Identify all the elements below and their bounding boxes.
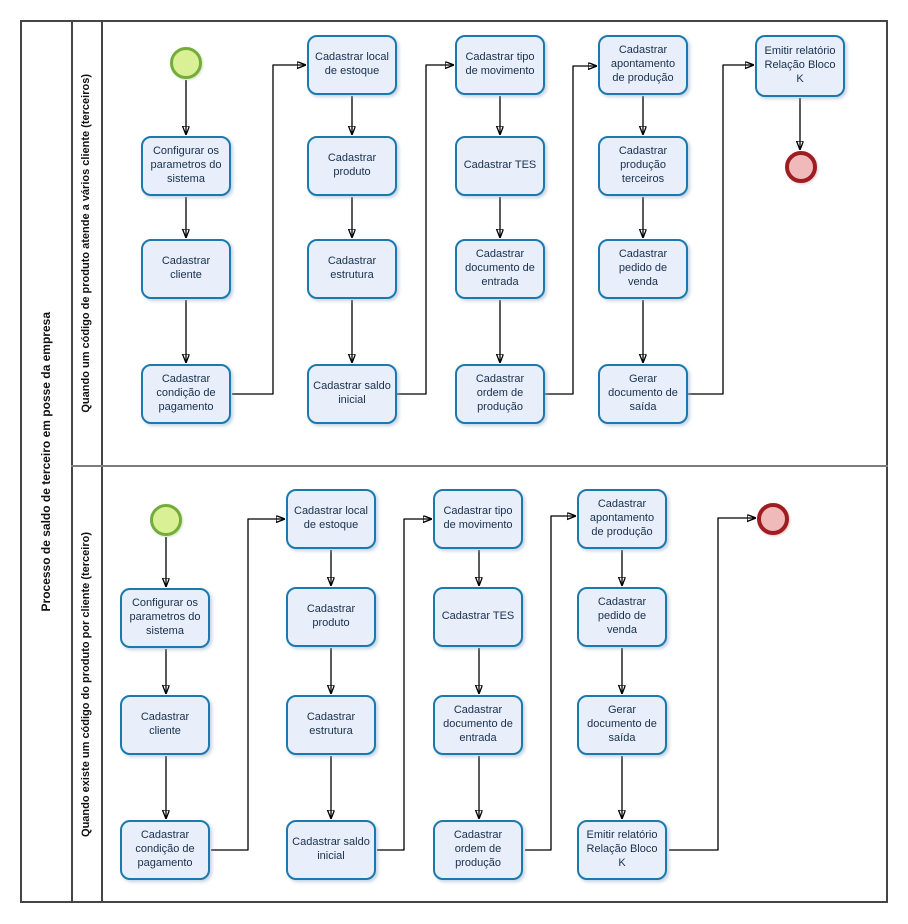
task-configurar-parametros-2: Configurar os parametros do sistema xyxy=(120,588,210,648)
pool-title-cell: Processo de saldo de terceiro em posse d… xyxy=(20,20,71,903)
task-cadastrar-local-estoque: Cadastrar local de estoque xyxy=(307,35,397,95)
task-cadastrar-estrutura: Cadastrar estrutura xyxy=(307,239,397,299)
task-cadastrar-ordem-producao: Cadastrar ordem de produção xyxy=(455,364,545,424)
task-gerar-documento-saida-2: Gerar documento de saída xyxy=(577,695,667,755)
task-cadastrar-pedido-venda: Cadastrar pedido de venda xyxy=(598,239,688,299)
end-event-lane1 xyxy=(785,151,817,183)
pool-title: Processo de saldo de terceiro em posse d… xyxy=(38,311,53,612)
task-cadastrar-pedido-venda-2: Cadastrar pedido de venda xyxy=(577,587,667,647)
task-cadastrar-cliente-2: Cadastrar cliente xyxy=(120,695,210,755)
task-configurar-parametros: Configurar os parametros do sistema xyxy=(141,136,231,196)
task-cadastrar-documento-entrada-2: Cadastrar documento de entrada xyxy=(433,695,523,755)
task-cadastrar-ordem-producao-2: Cadastrar ordem de produção xyxy=(433,820,523,880)
start-event-lane2 xyxy=(150,504,182,536)
start-event-lane1 xyxy=(170,47,202,79)
lane1-label: Quando um código de produto atende a vár… xyxy=(80,73,92,413)
lane2-label-cell: Quando existe um código do produto por c… xyxy=(71,466,101,903)
task-cadastrar-saldo-inicial-2: Cadastrar saldo inicial xyxy=(286,820,376,880)
task-cadastrar-documento-entrada: Cadastrar documento de entrada xyxy=(455,239,545,299)
task-cadastrar-cliente: Cadastrar cliente xyxy=(141,239,231,299)
task-cadastrar-tipo-movimento-2: Cadastrar tipo de movimento xyxy=(433,489,523,549)
lane-label-divider xyxy=(101,20,103,903)
task-cadastrar-tes-2: Cadastrar TES xyxy=(433,587,523,647)
lane2-label: Quando existe um código do produto por c… xyxy=(80,532,92,837)
task-cadastrar-produto-2: Cadastrar produto xyxy=(286,587,376,647)
lane1-label-cell: Quando um código de produto atende a vár… xyxy=(71,20,101,466)
task-cadastrar-producao-terceiros: Cadastrar produção terceiros xyxy=(598,136,688,196)
task-cadastrar-produto: Cadastrar produto xyxy=(307,136,397,196)
task-emitir-relatorio-bloco-k-2: Emitir relatório Relação Bloco K xyxy=(577,820,667,880)
task-cadastrar-tipo-movimento: Cadastrar tipo de movimento xyxy=(455,35,545,95)
task-gerar-documento-saida: Gerar documento de saída xyxy=(598,364,688,424)
lane-divider xyxy=(71,465,888,467)
task-cadastrar-condicao-pagamento: Cadastrar condição de pagamento xyxy=(141,364,231,424)
task-cadastrar-apontamento-producao-2: Cadastrar apontamento de produção xyxy=(577,489,667,549)
task-cadastrar-estrutura-2: Cadastrar estrutura xyxy=(286,695,376,755)
pool-border xyxy=(20,20,888,903)
task-emitir-relatorio-bloco-k: Emitir relatório Relação Bloco K xyxy=(755,35,845,97)
task-cadastrar-apontamento-producao: Cadastrar apontamento de produção xyxy=(598,35,688,95)
task-cadastrar-condicao-pagamento-2: Cadastrar condição de pagamento xyxy=(120,820,210,880)
task-cadastrar-saldo-inicial: Cadastrar saldo inicial xyxy=(307,364,397,424)
pool-title-divider xyxy=(71,20,73,903)
end-event-lane2 xyxy=(757,503,789,535)
task-cadastrar-local-estoque-2: Cadastrar local de estoque xyxy=(286,489,376,549)
task-cadastrar-tes: Cadastrar TES xyxy=(455,136,545,196)
